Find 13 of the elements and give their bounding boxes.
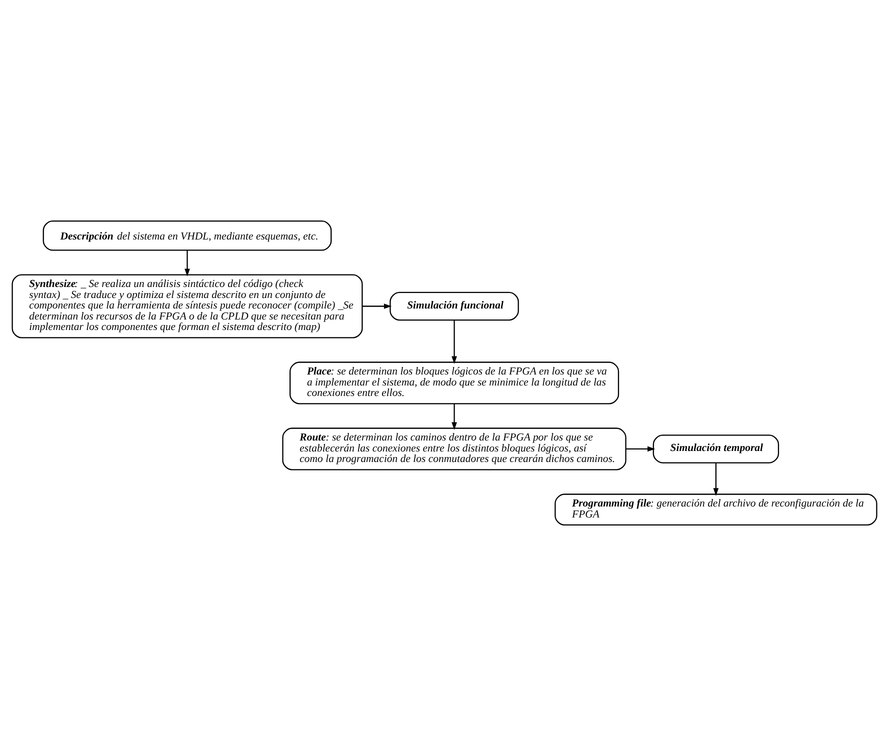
node-box: Descripción del sistema en VHDL, mediante esquemas, etc. (42, 220, 332, 250)
node-box: Simulación funcional (390, 291, 519, 320)
arrow (626, 446, 656, 452)
node-box: Programming file: generación del archivo de reconfiguración de la FPGA (554, 493, 878, 525)
node-box: Route: se determinan los caminos dentro de la FPGA por los que se establecerán las conexiones entre los distintos bloques lógicos, así como la programación de los conmutadores que crearán dichos caminos. (282, 427, 626, 470)
node-box: Synthesize: _ Se realiza un análisis sintáctico del código (check syntax) _ Se traduce y optimiza el sistema descrito en un conjunto de componentes que la herramienta de síntesis puede reconocer (compile) _Se determinan los recursos de la FPGA o de la CPLD que se necesitan para implementar los componentes que forman el sistema descrito (map) (12, 274, 363, 338)
node-box: Simulación temporal (652, 434, 780, 463)
arrow (362, 303, 392, 308)
arrow (452, 403, 457, 430)
arrow (713, 462, 719, 496)
arrow (184, 250, 190, 276)
arrow (452, 320, 457, 364)
node-box: Place: se determinan los bloques lógicos de la FPGA en los que se va a implementar el sistema, de modo que se minimice la longitud de las conexiones entre ellos. (290, 361, 620, 404)
